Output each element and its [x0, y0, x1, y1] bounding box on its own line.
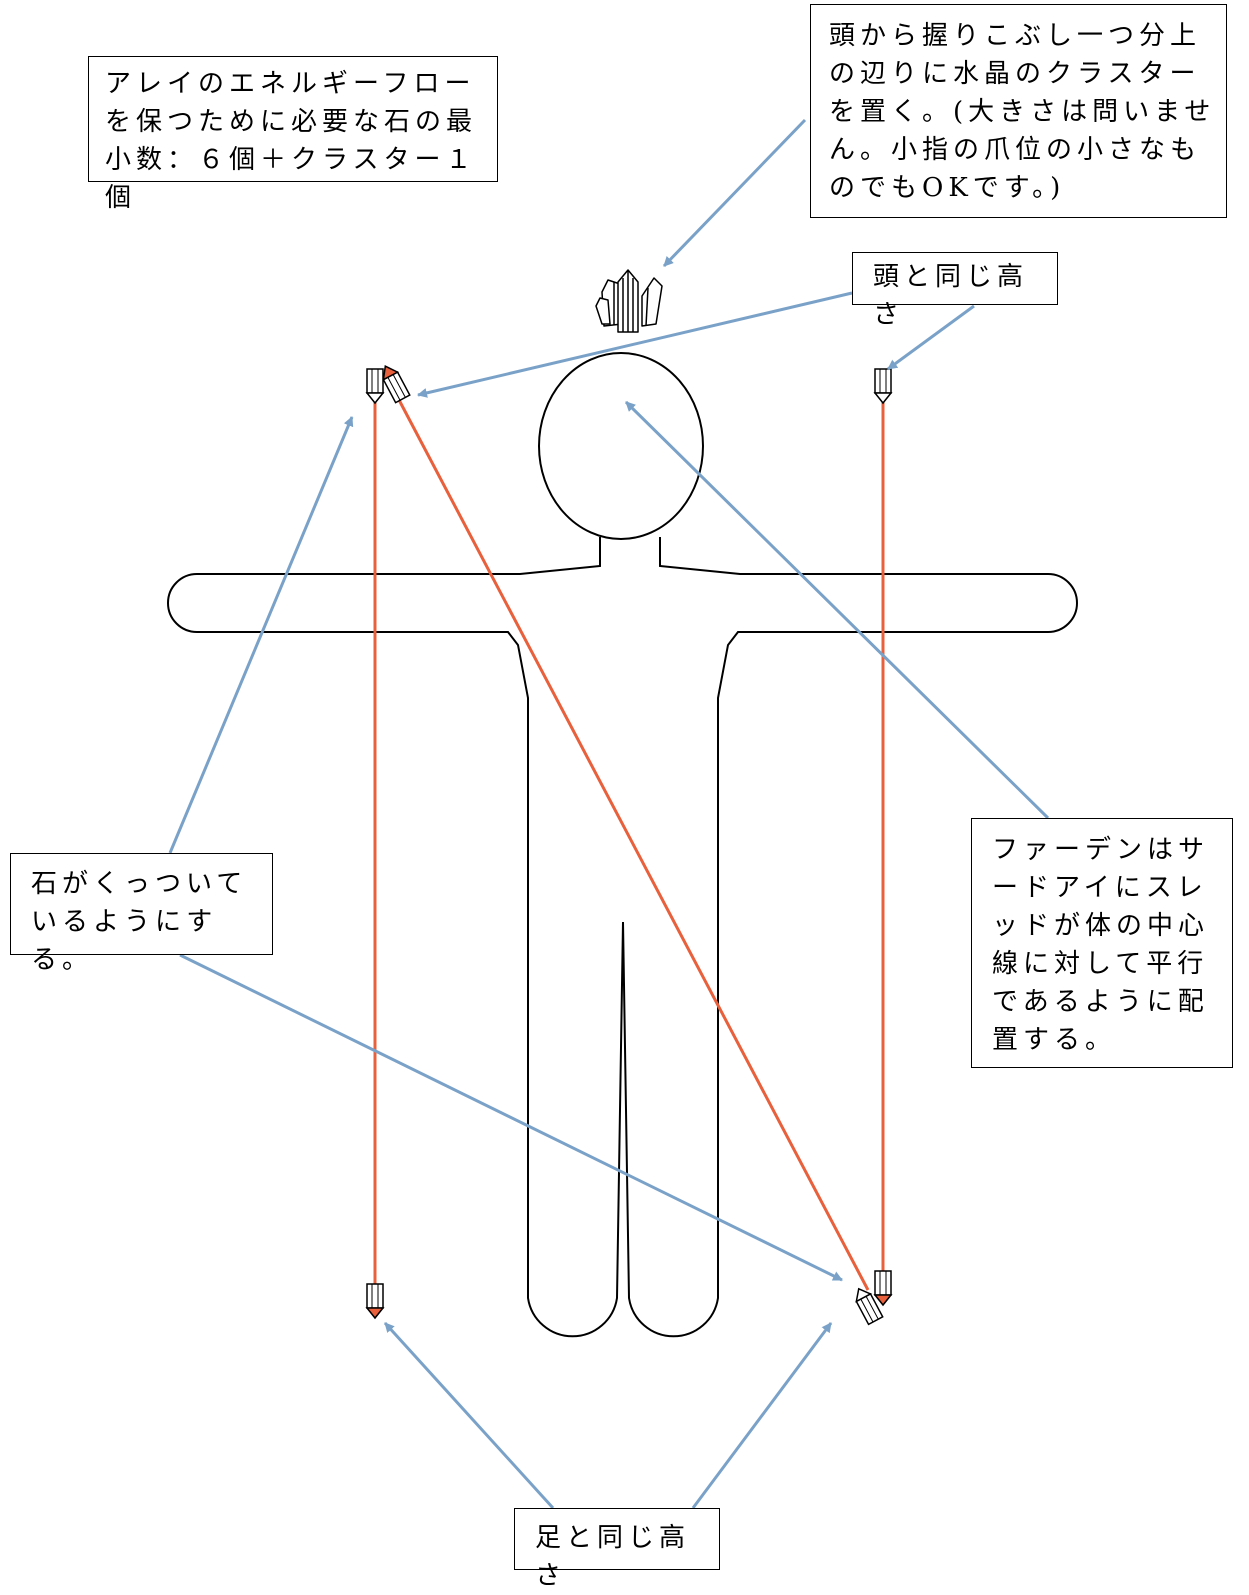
pointer-arrows: [168, 118, 1050, 1510]
crystal-point-icon: [382, 365, 411, 404]
energy-threads: [373, 397, 885, 1308]
arrow-foot-left: [383, 1321, 555, 1510]
callout-cluster-placement: 頭から握りこぶし一つ分上の辺りに水晶のクラスターを置く。(大きさは問いません。小…: [810, 4, 1227, 218]
thread-faden-diagonal: [396, 397, 870, 1291]
human-body-outline: [167, 352, 1078, 1338]
callout-stones-attached: 石がくっついているようにする。: [10, 853, 273, 975]
crystal-point-icon: [365, 368, 385, 405]
crystal-points: [365, 365, 893, 1326]
arrow-foot-right: [691, 1322, 833, 1509]
arrow-head-height-right: [887, 304, 975, 371]
body-outline: [167, 537, 1078, 1338]
arrow-faden-to-head: [624, 400, 1050, 820]
crystal-point-icon: [873, 368, 893, 405]
callout-minimum-stones: アレイのエネルギーフローを保つために必要な石の最小数：６個＋クラスター１個: [88, 56, 498, 213]
crystal-point-icon: [365, 1283, 385, 1320]
crystal-point-icon: [873, 1270, 893, 1307]
callout-faden-placement: ファーデンはサードアイにスレッドが体の中心線に対して平行であるように配置する。: [971, 818, 1233, 1068]
callout-head-height: 頭と同じ高さ: [852, 252, 1058, 330]
arrow-attached-bottom: [179, 953, 843, 1282]
head-outline: [538, 352, 704, 540]
arrow-to-cluster: [662, 118, 807, 268]
crystal-point-icon: [855, 1287, 884, 1326]
callout-foot-height: 足と同じ高さ: [514, 1508, 720, 1591]
crystal-cluster-icon: [595, 269, 663, 333]
arrow-head-height-left: [417, 291, 853, 398]
arrow-attached-top: [168, 416, 354, 854]
